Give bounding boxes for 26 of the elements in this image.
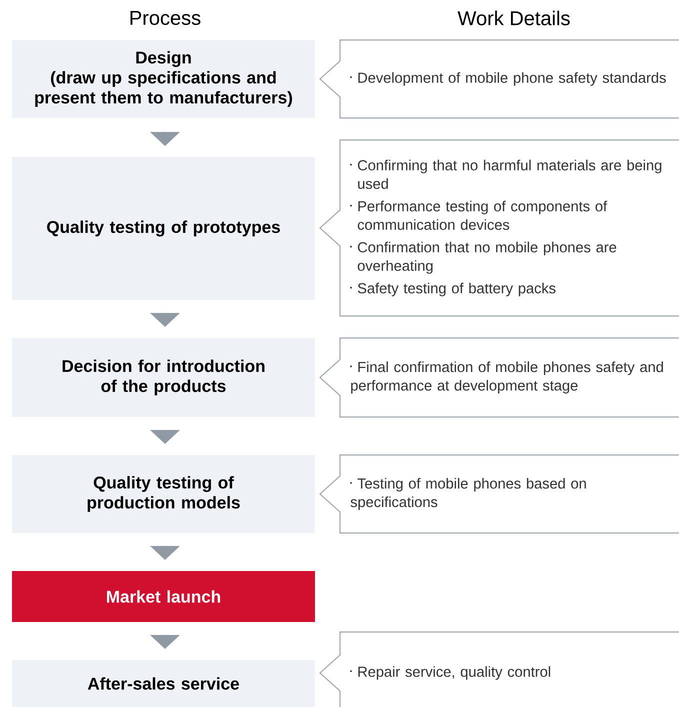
process-box — [12, 571, 315, 622]
callout-box — [319, 140, 679, 316]
arrow — [150, 544, 180, 560]
process-title: Design — [136, 51, 191, 67]
callout-box — [319, 40, 679, 118]
callout-box — [319, 338, 679, 418]
list-item: Confirmation that no mobile phones are overheating — [350, 242, 616, 274]
callout-box — [319, 454, 679, 534]
process-title: Quality testing of production models — [88, 476, 240, 512]
callout-box — [319, 632, 679, 707]
arrow — [150, 632, 180, 649]
list-item: Repair service, quality control — [350, 666, 550, 680]
list-item: Development of mobile phone safety standards — [350, 72, 666, 86]
arrow — [150, 428, 180, 444]
process-title: After-sales service — [88, 677, 239, 690]
list-item: Performance testing of components of communication devices — [350, 200, 608, 230]
process-title: Quality testing of prototypes — [47, 220, 280, 236]
arrow — [150, 310, 180, 327]
list-item: Safety testing of battery packs — [350, 282, 556, 296]
process-title: Decision for introduction of the products — [62, 360, 264, 396]
process-title: (draw up specifications and present them to manufacturers) — [35, 71, 292, 107]
list-item: Confirming that no harmful materials are being used — [350, 160, 662, 189]
list-item: Testing of mobile phones based on specifications — [350, 478, 586, 510]
process-title: Market launch — [107, 590, 220, 603]
arrow — [150, 128, 180, 146]
list-item: Final confirmation of mobile phones safety and performance at development stage — [350, 361, 663, 394]
